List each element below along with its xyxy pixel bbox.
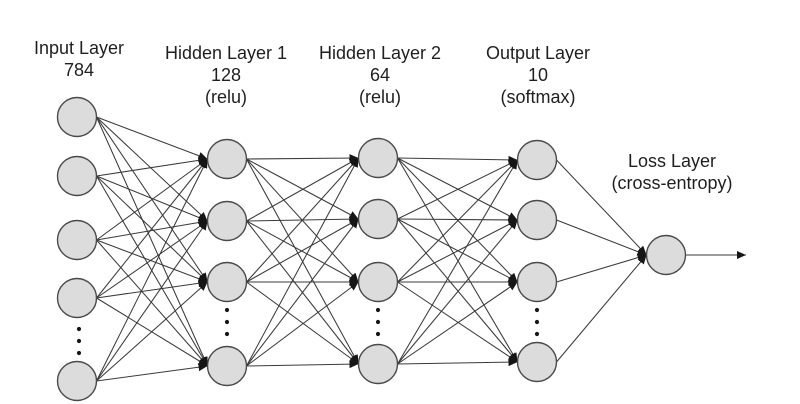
- edge: [96, 239, 208, 283]
- edge: [96, 158, 208, 241]
- layer-size: 10: [527, 65, 549, 85]
- edge: [96, 220, 208, 299]
- output-node: [516, 139, 558, 181]
- edge: [96, 175, 208, 222]
- edge: [246, 154, 359, 163]
- layer-size: 64: [369, 65, 391, 85]
- output-node: [516, 199, 558, 241]
- hidden1-node: [206, 138, 248, 180]
- edge: [556, 159, 647, 256]
- input-node: [56, 155, 98, 197]
- hidden-layer-2-label: Hidden Layer 2 64 (relu): [300, 42, 460, 108]
- edge: [96, 220, 208, 382]
- ellipsis-dot: [375, 331, 381, 337]
- edge: [397, 218, 518, 363]
- ellipsis-dot: [76, 350, 82, 356]
- edge: [397, 219, 518, 283]
- hidden2-node: [357, 343, 399, 385]
- layer-title: Input Layer: [33, 38, 125, 58]
- hidden-layer-1-label: Hidden Layer 1 128 (relu): [146, 42, 306, 108]
- layer-title: Hidden Layer 2: [318, 43, 442, 63]
- ellipsis-dot: [224, 307, 230, 313]
- edge: [246, 157, 359, 283]
- loss-layer-label: Loss Layer (cross-entropy): [592, 150, 752, 194]
- edge: [96, 116, 208, 367]
- layer-activation: (relu): [204, 87, 247, 107]
- ellipsis-dot: [224, 331, 230, 337]
- edge: [397, 281, 518, 365]
- hidden2-node: [357, 137, 399, 179]
- edge: [96, 363, 208, 382]
- layer-activation: (softmax): [500, 87, 576, 107]
- edge: [246, 218, 359, 367]
- layer-size: 784: [63, 60, 95, 80]
- hidden2-node: [357, 261, 399, 303]
- input-layer-label: Input Layer 784: [0, 37, 159, 81]
- ellipsis-dot: [534, 331, 540, 337]
- edge: [397, 281, 518, 363]
- ellipsis-dot: [76, 326, 82, 332]
- edge: [397, 157, 518, 363]
- edge: [397, 159, 518, 220]
- layer-title: Loss Layer: [627, 151, 717, 171]
- hidden2-node: [357, 198, 399, 240]
- layer-size: 128: [210, 65, 242, 85]
- edge: [96, 218, 208, 241]
- edge: [96, 158, 208, 299]
- edge: [397, 215, 518, 224]
- layer-title: Output Layer: [485, 43, 591, 63]
- edge: [96, 279, 208, 299]
- hidden1-node: [206, 345, 248, 387]
- edge: [246, 281, 359, 365]
- edge: [556, 253, 647, 283]
- edge: [246, 281, 359, 367]
- layer-subtitle: (cross-entropy): [611, 173, 733, 193]
- edge: [556, 219, 647, 256]
- layer-activation: (relu): [358, 87, 401, 107]
- input-node: [56, 96, 98, 138]
- hidden1-node: [206, 200, 248, 242]
- edge: [246, 157, 359, 222]
- layer-title: Hidden Layer 1: [164, 43, 288, 63]
- loss-node: [645, 234, 687, 276]
- edge: [246, 220, 359, 283]
- edge: [246, 360, 359, 369]
- edge: [397, 159, 518, 365]
- input-node: [56, 277, 98, 319]
- ellipsis-dot: [76, 338, 82, 344]
- ellipsis-dot: [375, 307, 381, 313]
- edge: [246, 218, 359, 283]
- ellipsis-dot: [224, 319, 230, 325]
- ellipsis-dot: [534, 307, 540, 313]
- input-node: [56, 219, 98, 261]
- output-node: [516, 341, 558, 383]
- output-node: [516, 261, 558, 303]
- edge: [96, 239, 208, 367]
- edge: [96, 116, 208, 160]
- edge: [96, 158, 208, 382]
- ellipsis-dot: [534, 319, 540, 325]
- edge: [397, 358, 518, 367]
- hidden1-node: [206, 261, 248, 303]
- ellipsis-dot: [375, 319, 381, 325]
- edge: [397, 155, 518, 164]
- output-layer-label: Output Layer 10 (softmax): [458, 42, 618, 108]
- edge: [96, 116, 208, 222]
- edge: [397, 159, 518, 283]
- edge: [246, 157, 359, 367]
- input-node: [56, 360, 98, 402]
- edge: [556, 254, 647, 363]
- edge: [96, 281, 208, 382]
- edge: [96, 156, 208, 177]
- edge: [397, 219, 518, 365]
